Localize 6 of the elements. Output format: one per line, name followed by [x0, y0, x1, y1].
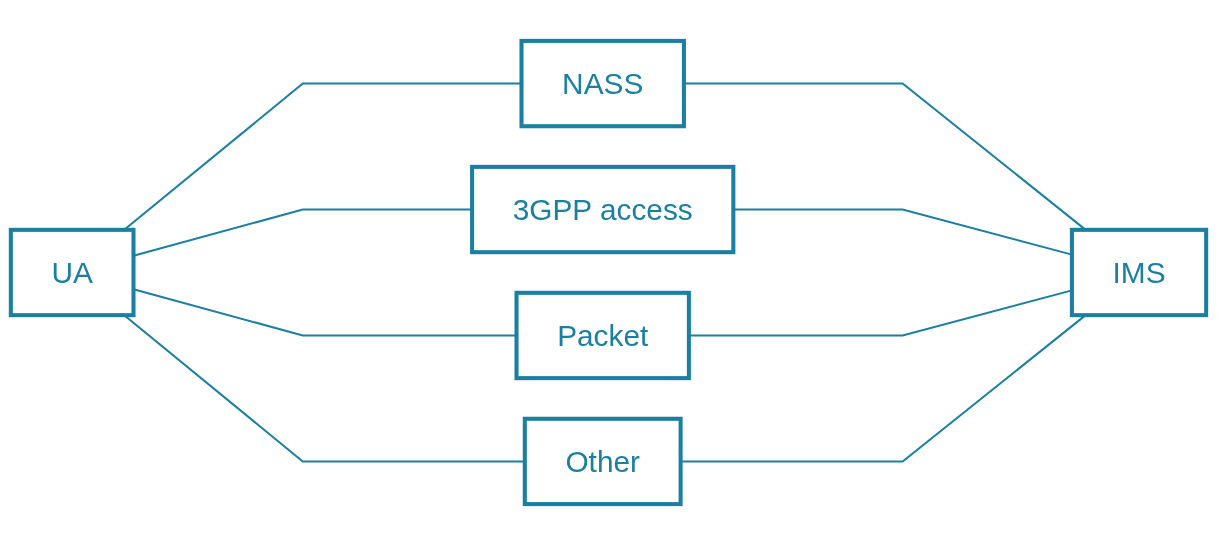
- node-box: UA: [8, 227, 136, 318]
- node-box: 3GPP access: [470, 164, 736, 255]
- node-box: IMS: [1069, 227, 1209, 318]
- node-box: NASS: [519, 38, 686, 129]
- node-box: Packet: [514, 290, 691, 381]
- node-box: Other: [522, 416, 683, 507]
